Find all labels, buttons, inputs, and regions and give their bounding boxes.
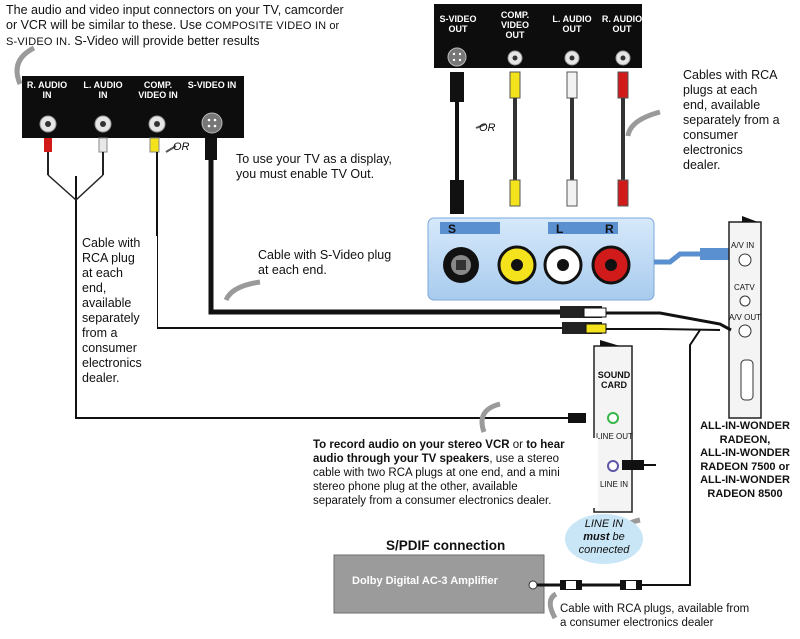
adapter-letter-l: L xyxy=(556,222,564,236)
src-connector-svideo xyxy=(447,47,467,67)
cable-composite xyxy=(156,152,578,329)
tv-connector-comp-video xyxy=(148,115,166,133)
tv-connector-l-audio xyxy=(94,115,112,133)
intro-text: The audio and video input connectors on … xyxy=(6,3,426,50)
tv-label-l-audio: L. AUDIO IN xyxy=(83,80,123,100)
bottom-cable-note: Cable with RCA plugs, available from a c… xyxy=(560,603,750,629)
rca-cables-note: Cables with RCA plugs at each end, avail… xyxy=(683,68,780,172)
src-label-comp-video: COMP. VIDEO OUT xyxy=(500,10,530,40)
line-in-note: LINE IN must be connected xyxy=(565,514,643,564)
tv-label-comp-video: COMP. VIDEO IN xyxy=(138,80,178,100)
adapter-letter-s: S xyxy=(448,222,457,236)
plug-yellow-tv xyxy=(149,137,160,153)
adapter-white-jack xyxy=(543,245,583,285)
av-adapter xyxy=(427,217,655,301)
sound-card-title: SOUND CARD xyxy=(597,370,631,390)
amplifier-box xyxy=(333,554,545,614)
adapter-red-jack xyxy=(591,245,631,285)
aiw-card-list: ALL-IN-WONDER RADEON, ALL-IN-WONDER RADE… xyxy=(700,420,790,500)
tv-label-r-audio: R. AUDIO IN xyxy=(26,80,68,100)
cable-svideo xyxy=(208,160,580,315)
adapter-letter-r: R xyxy=(605,222,614,236)
or-label-source: OR xyxy=(479,122,496,134)
tv-label-svideo: S-VIDEO IN xyxy=(187,80,237,90)
cable-audio-to-linein xyxy=(75,176,585,419)
bracket-label-av-out: A/V OUT xyxy=(729,313,762,322)
or-label-tv: OR xyxy=(173,141,190,153)
plug-red-tv xyxy=(44,138,52,152)
src-label-svideo: S-VIDEO OUT xyxy=(439,14,477,34)
tv-connector-r-audio xyxy=(39,115,57,133)
tv-out-note: To use your TV as a display, you must en… xyxy=(236,152,392,181)
stereo-note: To record audio on your stereo VCR or to… xyxy=(313,438,598,508)
sound-card-line-in: LINE IN xyxy=(600,480,629,489)
intro-line-1: The audio and video input connectors on … xyxy=(6,3,344,17)
plug-svideo-tv xyxy=(205,138,217,160)
bracket-label-av-in: A/V IN xyxy=(731,241,755,250)
src-label-r-audio: R. AUDIO OUT xyxy=(601,14,643,34)
spdif-title: S/PDIF connection xyxy=(386,538,506,553)
adapter-svideo-jack xyxy=(443,247,479,283)
tv-connector-svideo xyxy=(201,112,223,134)
source-output-panel xyxy=(434,4,642,68)
sound-card-line-out: LINE OUT xyxy=(596,432,633,441)
plug-white-tv xyxy=(98,137,108,153)
bracket-label-catv: CATV xyxy=(734,283,755,292)
src-label-l-audio: L. AUDIO OUT xyxy=(552,14,592,34)
adapter-yellow-jack xyxy=(497,245,537,285)
left-cable-note: Cable with RCA plug at each end, availab… xyxy=(82,236,157,386)
svideo-cable-note: Cable with S-Video plug at each end. xyxy=(258,248,392,277)
amplifier-label: Dolby Digital AC-3 Amplifier xyxy=(352,575,498,587)
sound-card xyxy=(593,345,633,513)
intro-line-3: S-VIDEO IN. S-Video will provide better … xyxy=(6,34,260,48)
intro-line-2: or VCR will be similar to these. Use COM… xyxy=(6,18,340,32)
